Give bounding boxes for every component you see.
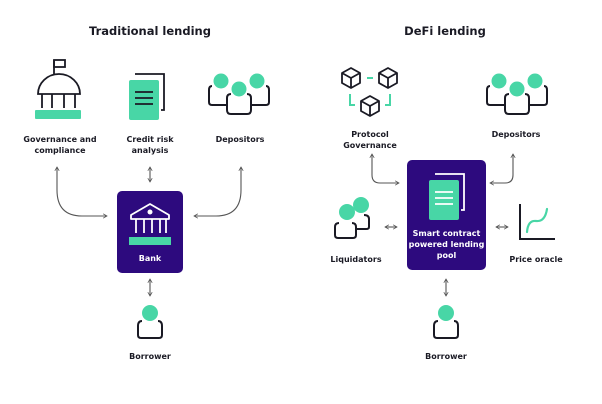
credit-risk-label-line1: Credit risk — [126, 135, 174, 144]
liquidators-label: Liquidators — [330, 255, 382, 264]
credit-risk-label: Credit risk analysis — [110, 134, 190, 156]
document-icon — [429, 173, 465, 220]
governance-label-line1: Governance and — [23, 135, 97, 144]
lending-pool-label-line1: Smart contract — [412, 229, 481, 238]
borrower-label: Borrower — [129, 352, 171, 361]
depositors-bank-arrow — [193, 166, 244, 219]
governance-label: Governance and compliance — [20, 134, 100, 156]
governance-bank-arrow — [54, 166, 108, 219]
bank-label: Bank — [138, 254, 162, 263]
bank-box: Bank — [117, 191, 183, 273]
credit-risk-label-line2: analysis — [131, 146, 169, 155]
document-icon — [129, 73, 165, 120]
protocol-governance-label-line1: Protocol — [351, 130, 389, 139]
defi-borrower-label: Borrower — [425, 352, 467, 361]
protocol-governance-label-line2: Governance — [343, 141, 397, 150]
blockchain-cubes-icon — [341, 67, 398, 117]
lending-pool-box: Smart contract powered lending pool — [407, 160, 486, 270]
bank-icon — [129, 203, 171, 245]
capitol-building-icon — [35, 59, 81, 119]
lending-pool-label: Smart contract powered lending pool — [407, 228, 486, 261]
lending-pool-label-line2: powered lending — [408, 240, 485, 249]
defi-lending-title: DeFi lending — [404, 24, 486, 38]
person-icon — [137, 305, 163, 339]
defi-arrows — [369, 153, 516, 297]
two-people-icon — [334, 197, 370, 239]
price-chart-icon — [519, 204, 555, 240]
depositors-label: Depositors — [215, 135, 265, 144]
people-group-icon — [208, 73, 270, 115]
depositors-pool-arrow — [489, 153, 516, 186]
defi-depositors-label: Depositors — [491, 130, 541, 139]
protocol-governance-label: Protocol Governance — [330, 129, 410, 151]
people-group-icon — [486, 73, 548, 115]
lending-pool-label-line3: pool — [436, 251, 457, 260]
traditional-arrows — [54, 166, 244, 297]
traditional-lending-title: Traditional lending — [89, 24, 211, 38]
governance-label-line2: compliance — [34, 146, 86, 155]
governance-pool-arrow — [369, 153, 400, 186]
person-icon — [433, 305, 459, 339]
price-oracle-label: Price oracle — [509, 255, 563, 264]
